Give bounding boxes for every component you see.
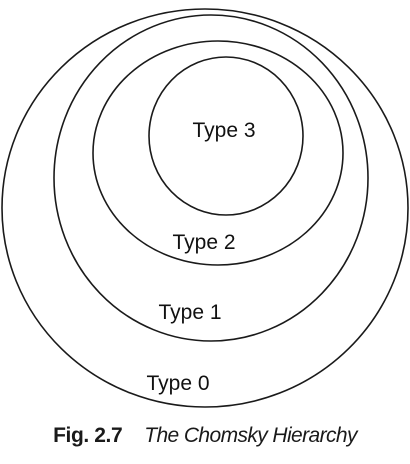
figure-caption: Fig. 2.7 The Chomsky Hierarchy: [0, 424, 410, 448]
figure-number: Fig. 2.7: [53, 424, 123, 447]
ring-labels: Type 0 Type 1 Type 2 Type 3: [146, 119, 255, 395]
figure-title: The Chomsky Hierarchy: [144, 424, 357, 447]
type-0-label: Type 0: [146, 372, 209, 395]
type-3-ring: [148, 56, 304, 216]
type-2-label: Type 2: [172, 231, 235, 254]
type-3-label: Type 3: [192, 119, 255, 142]
type-2-ring: [92, 40, 344, 266]
type-0-ring: [1, 8, 409, 408]
nested-rings: [1, 8, 409, 408]
type-1-label: Type 1: [158, 301, 221, 324]
type-1-ring: [53, 14, 369, 342]
